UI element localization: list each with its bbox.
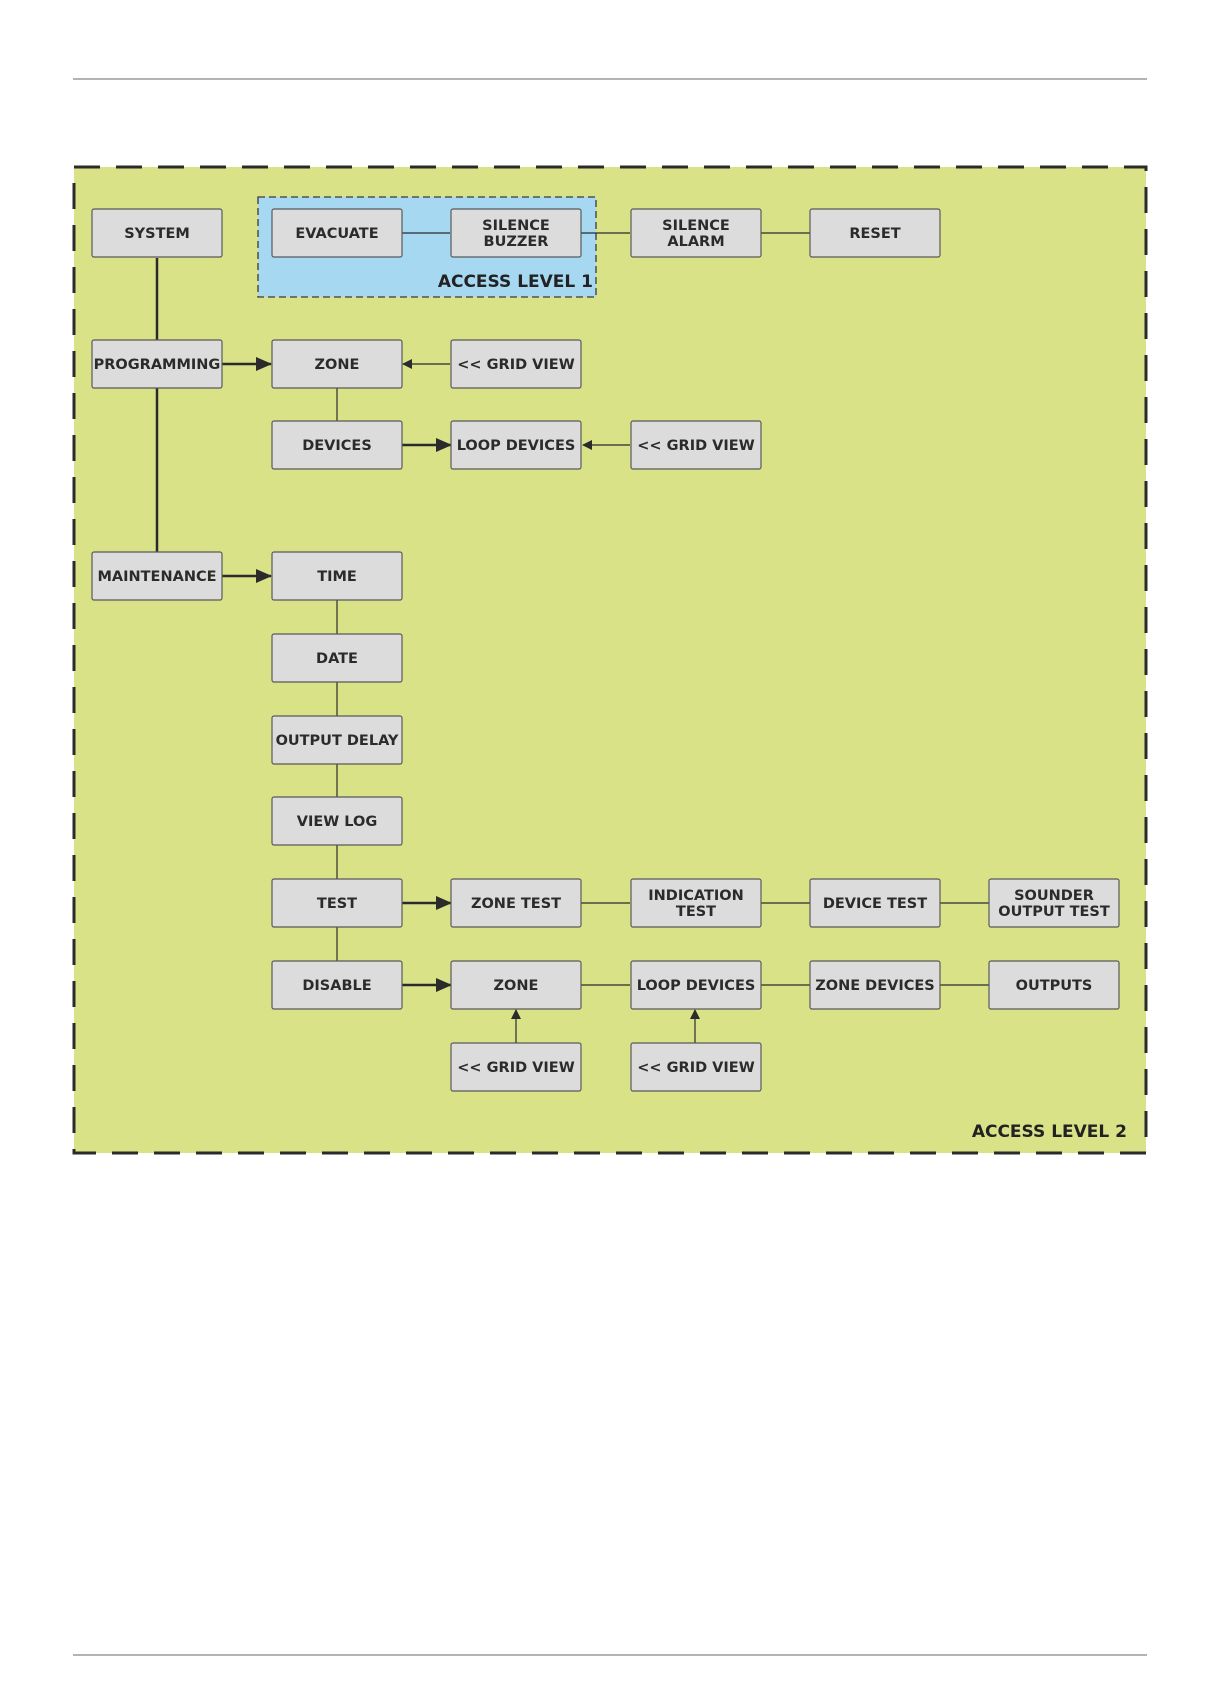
node-label: DATE	[316, 651, 358, 667]
node-label: INDICATION	[648, 888, 743, 904]
node-label: LOOP DEVICES	[637, 978, 756, 994]
access-level-1-label: ACCESS LEVEL 1	[438, 272, 593, 292]
node-output-delay: OUTPUT DELAY	[271, 715, 403, 765]
node-evacuate: EVACUATE	[271, 208, 403, 258]
node-view-log: VIEW LOG	[271, 796, 403, 846]
node-label: OUTPUT DELAY	[276, 733, 399, 749]
node-loop-devices: LOOP DEVICES	[450, 420, 582, 470]
node-system: SYSTEM	[91, 208, 223, 258]
node-time: TIME	[271, 551, 403, 601]
node-label: TEST	[676, 904, 716, 920]
node-maintenance: MAINTENANCE	[91, 551, 223, 601]
node-label: TEST	[317, 896, 357, 912]
node-prog-zone: ZONE	[271, 339, 403, 389]
node-label: BUZZER	[484, 234, 549, 250]
node-label: ALARM	[667, 234, 724, 250]
node-label: ZONE	[315, 357, 360, 373]
node-disable: DISABLE	[271, 960, 403, 1010]
node-label: SILENCE	[662, 218, 730, 234]
node-label: SOUNDER	[1014, 888, 1094, 904]
node-label: OUTPUT TEST	[998, 904, 1110, 920]
node-label: PROGRAMMING	[94, 357, 221, 373]
node-reset: RESET	[809, 208, 941, 258]
node-devices: DEVICES	[271, 420, 403, 470]
node-label: VIEW LOG	[297, 814, 378, 830]
node-loop-devices-grid: << GRID VIEW	[630, 420, 762, 470]
node-dis-zone-grid: << GRID VIEW	[450, 1042, 582, 1092]
node-prog-zone-grid: << GRID VIEW	[450, 339, 582, 389]
node-device-test: DEVICE TEST	[809, 878, 941, 928]
node-label: ZONE	[494, 978, 539, 994]
node-label: ZONE DEVICES	[815, 978, 934, 994]
node-dis-zone: ZONE	[450, 960, 582, 1010]
node-label: DISABLE	[302, 978, 371, 994]
node-outputs: OUTPUTS	[988, 960, 1120, 1010]
node-label: << GRID VIEW	[457, 1060, 574, 1076]
node-label: << GRID VIEW	[637, 1060, 754, 1076]
footer-rule	[73, 1654, 1147, 1656]
node-dis-loop-devices: LOOP DEVICES	[630, 960, 762, 1010]
header-rule	[73, 78, 1147, 80]
node-test: TEST	[271, 878, 403, 928]
node-programming: PROGRAMMING	[91, 339, 223, 389]
node-label: TIME	[317, 569, 357, 585]
node-label: DEVICES	[302, 438, 372, 454]
node-label: DEVICE TEST	[823, 896, 927, 912]
node-label: SILENCE	[482, 218, 550, 234]
node-label: RESET	[849, 226, 900, 242]
node-label: LOOP DEVICES	[457, 438, 576, 454]
access-level-2-zone	[72, 165, 1148, 1155]
node-label: OUTPUTS	[1016, 978, 1093, 994]
access-level-2-label: ACCESS LEVEL 2	[972, 1122, 1127, 1142]
node-date: DATE	[271, 633, 403, 683]
node-label: << GRID VIEW	[457, 357, 574, 373]
node-label: MAINTENANCE	[97, 569, 216, 585]
node-zone-test: ZONE TEST	[450, 878, 582, 928]
node-label: EVACUATE	[295, 226, 378, 242]
node-label: ZONE TEST	[471, 896, 561, 912]
node-zone-devices: ZONE DEVICES	[809, 960, 941, 1010]
node-label: << GRID VIEW	[637, 438, 754, 454]
node-dis-loop-grid: << GRID VIEW	[630, 1042, 762, 1092]
node-label: SYSTEM	[124, 226, 190, 242]
